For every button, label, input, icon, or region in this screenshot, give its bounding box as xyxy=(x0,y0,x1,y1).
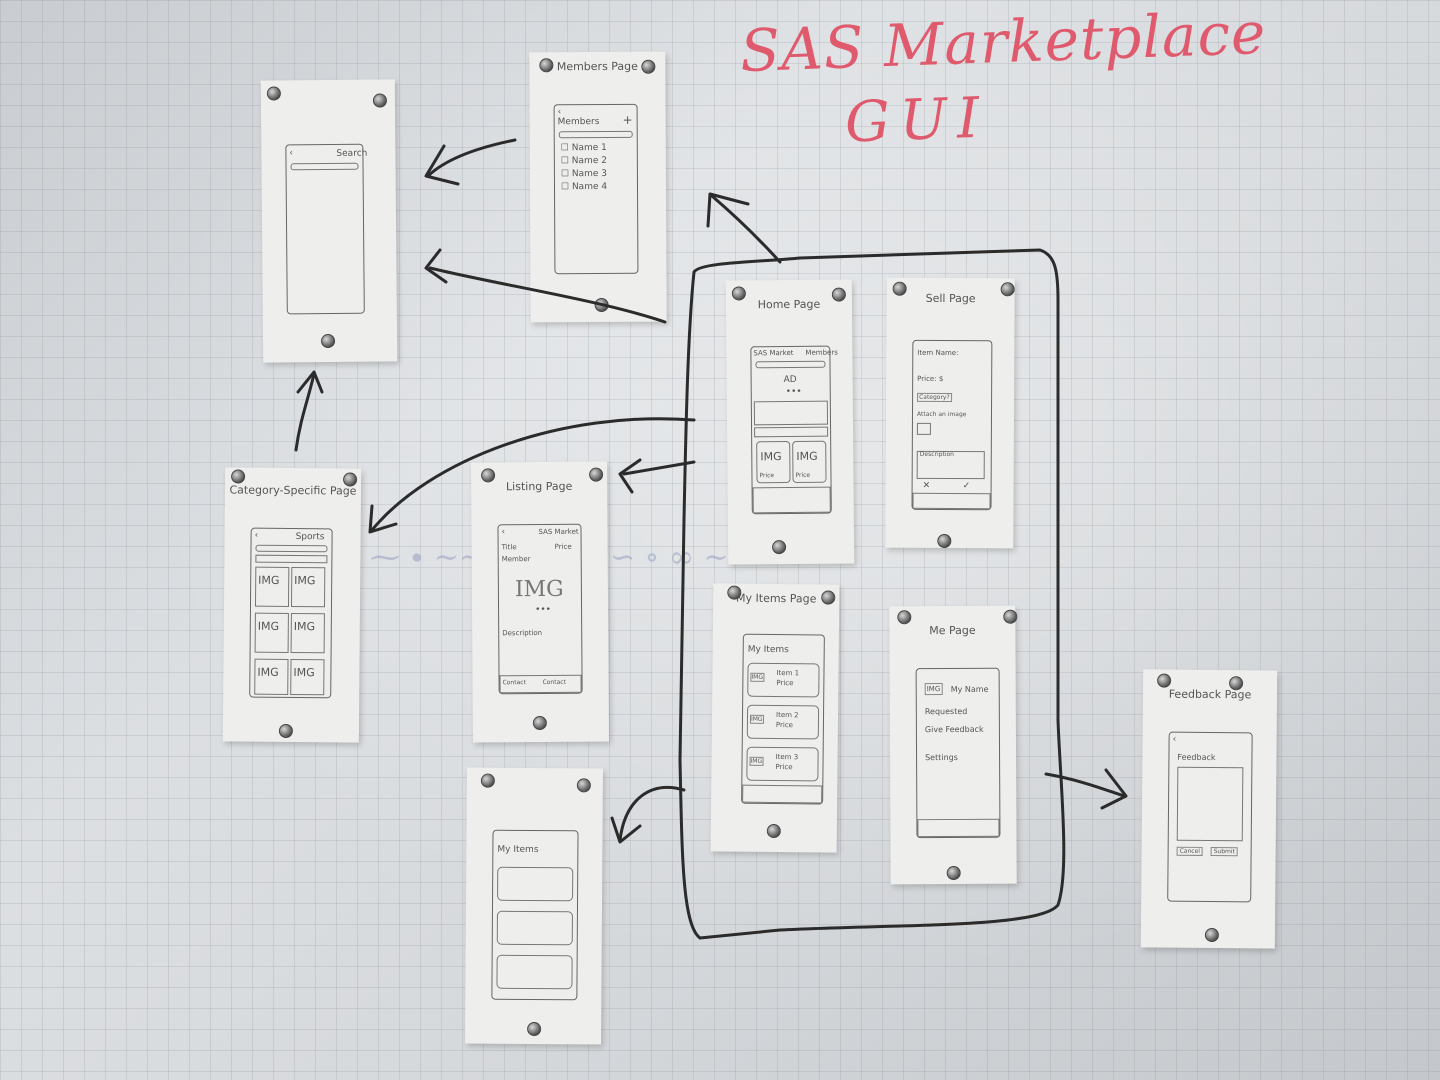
arrowhead xyxy=(424,144,460,186)
arrowhead xyxy=(610,816,642,844)
arrowhead xyxy=(296,370,324,394)
arrow-to-myitems-edit xyxy=(618,785,686,842)
arrow-category-to-search xyxy=(294,372,316,452)
arrowhead xyxy=(424,248,448,284)
arrow-to-search-2 xyxy=(428,266,667,324)
arrowhead xyxy=(618,458,642,494)
arrow-to-feedback xyxy=(1044,772,1126,798)
arrowhead xyxy=(1100,768,1128,810)
arrow-to-listing xyxy=(622,460,696,476)
main-app-border xyxy=(678,248,1066,940)
arrowhead xyxy=(706,192,750,228)
arrow-to-category xyxy=(370,417,696,532)
arrow-to-search xyxy=(426,138,517,178)
arrow-to-members xyxy=(710,194,782,264)
arrowhead xyxy=(368,504,398,534)
